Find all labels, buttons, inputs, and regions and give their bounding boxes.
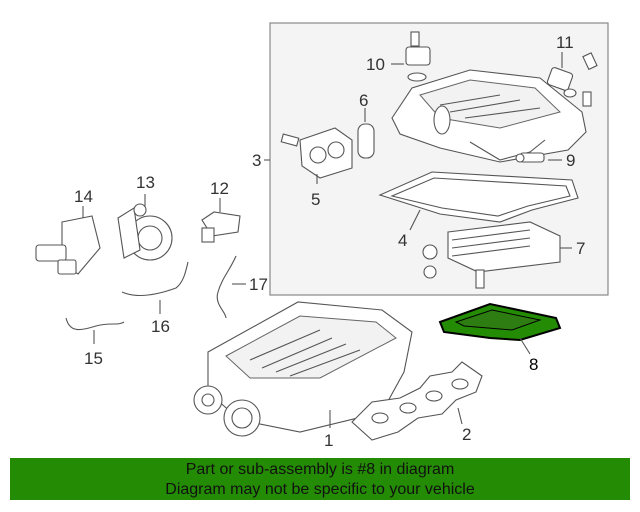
callout-10: 10 <box>366 55 385 74</box>
part-16-harness <box>121 261 189 296</box>
part-9-sensor <box>515 152 545 163</box>
callout-13: 13 <box>136 173 155 192</box>
part-2-gasket <box>351 361 483 441</box>
part-17-harness <box>216 255 237 319</box>
callout-5: 5 <box>311 190 320 209</box>
part-11-sensor <box>546 52 598 107</box>
part-7-intercooler <box>422 221 561 289</box>
part-10-sensor <box>405 31 431 82</box>
info-banner: Part or sub-assembly is #8 in diagram Di… <box>10 458 630 500</box>
part-1-lower-intake <box>193 301 413 437</box>
part-5-throttle-body <box>280 127 353 179</box>
callout-11: 11 <box>556 33 574 52</box>
callout-14: 14 <box>74 187 93 206</box>
upper-intake-manifold <box>391 69 587 163</box>
part-14-solenoid <box>35 215 101 275</box>
callout-3: 3 <box>252 151 261 170</box>
parts-diagram: 1 2 3 4 5 6 7 8 9 10 11 12 13 14 15 16 1… <box>35 22 609 450</box>
banner-line-1: Part or sub-assembly is #8 in diagram <box>185 461 455 478</box>
banner-line-2: Diagram may not be specific to your vehi… <box>165 481 475 498</box>
part-13-actuator <box>117 203 173 261</box>
part-4-gasket <box>378 171 579 223</box>
callout-8: 8 <box>529 355 538 374</box>
callout-6: 6 <box>359 91 368 110</box>
part-15-harness <box>65 317 125 331</box>
callout-9: 9 <box>566 151 575 170</box>
part-8-highlighted-gasket <box>438 302 562 342</box>
callout-12: 12 <box>210 179 229 198</box>
callout-2: 2 <box>462 425 471 444</box>
part-6-gasket <box>357 123 375 159</box>
part-12-sensor <box>201 211 241 243</box>
leader-lines <box>82 52 572 428</box>
callout-16: 16 <box>151 317 170 336</box>
callout-7: 7 <box>576 239 585 258</box>
callout-15: 15 <box>84 349 103 368</box>
callout-1: 1 <box>324 431 333 450</box>
callout-17: 17 <box>249 275 268 294</box>
callout-4: 4 <box>398 231 407 250</box>
